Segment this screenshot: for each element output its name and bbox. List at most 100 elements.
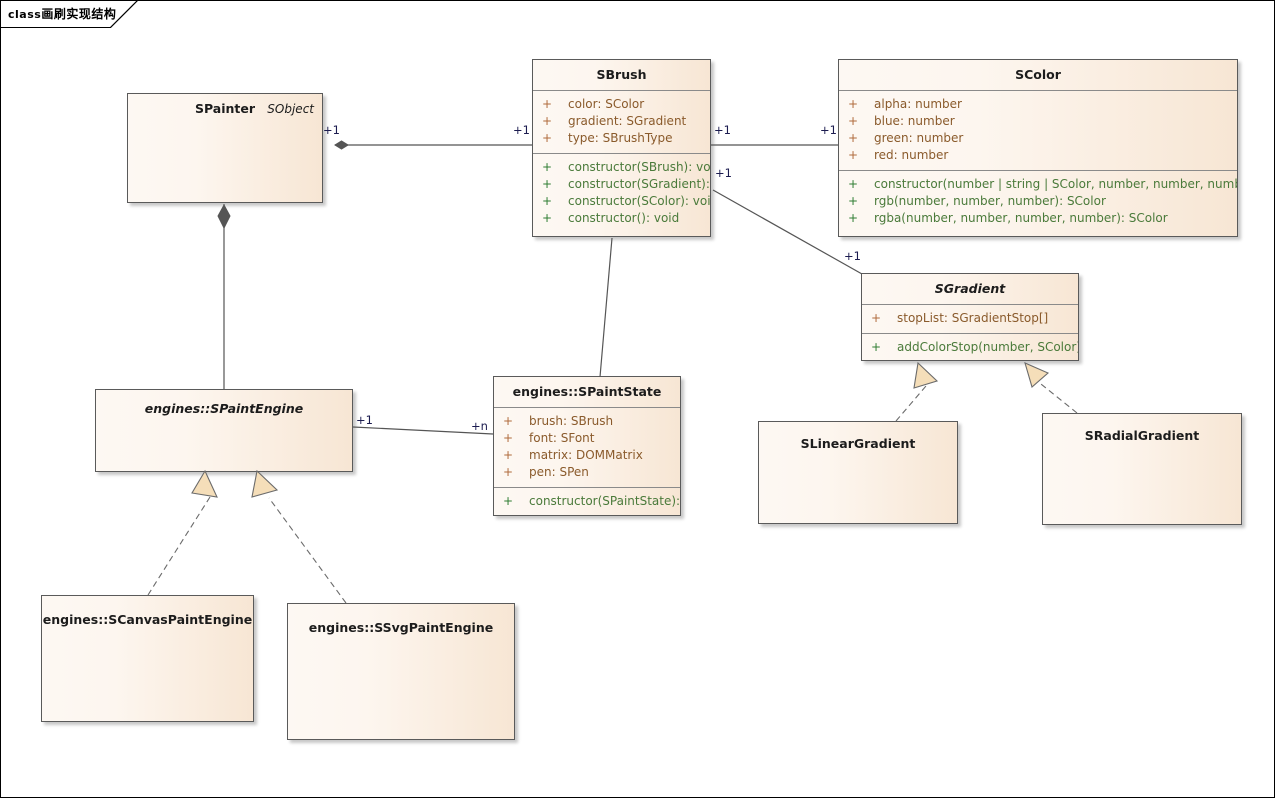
class-box-scolor[interactable]: SColor + alpha: number + blue: number + … — [838, 59, 1238, 237]
class-stereotype-sobject: SObject — [267, 102, 314, 116]
edge-spainter-spaintengine — [217, 203, 231, 389]
operation-signature: constructor(SBrush): void — [568, 160, 711, 174]
multiplicity-sbrush-painter: +1 — [513, 123, 530, 137]
multiplicity-spainter-brush: +1 — [323, 123, 340, 137]
class-box-spaintstate[interactable]: engines::SPaintState + brush: SBrush + f… — [493, 376, 681, 516]
visibility-marker: + — [848, 177, 859, 191]
class-box-sradialgradient[interactable]: SRadialGradient — [1042, 413, 1242, 525]
attribute-row: + green: number — [839, 130, 1237, 147]
multiplicity-sbrush-gradient: +1 — [715, 166, 732, 180]
class-box-sbrush[interactable]: SBrush + color: SColor + gradient: SGrad… — [532, 59, 711, 237]
visibility-marker: + — [542, 131, 553, 145]
class-name-scolor: SColor — [1015, 67, 1061, 82]
class-name-scanvaspaintengine: engines::SCanvasPaintEngine — [42, 612, 253, 627]
operation-signature: rgb(number, number, number): SColor — [874, 194, 1106, 208]
class-title-sradialgradient: SRadialGradient — [1043, 414, 1241, 458]
diagram-frame-title: class画刷实现结构 — [8, 5, 116, 22]
class-title-spainter: SObject SPainter — [128, 94, 322, 124]
visibility-marker: + — [848, 148, 859, 162]
operation-signature: constructor(): void — [568, 211, 680, 225]
edge-sradialgradient-sgradient — [1024, 362, 1078, 414]
attributes-sgradient: + stopList: SGradientStop[] — [862, 305, 1078, 333]
visibility-marker: + — [848, 211, 859, 225]
attribute-signature: color: SColor — [568, 97, 645, 111]
operation-row: + addColorStop(number, SColor): void — [862, 339, 1078, 356]
edge-scanvaspaintengine-spaintengine — [147, 469, 218, 596]
class-title-sgradient: SGradient — [862, 274, 1078, 305]
class-title-slineargradient: SLinearGradient — [759, 422, 957, 466]
attribute-row: + color: SColor — [533, 96, 710, 113]
class-title-scanvaspaintengine: engines::SCanvasPaintEngine — [42, 596, 253, 644]
visibility-marker: + — [871, 311, 882, 325]
class-title-spaintstate: engines::SPaintState — [494, 377, 680, 408]
class-name-spaintengine: engines::SPaintEngine — [144, 401, 304, 416]
class-name-spainter: SPainter — [194, 101, 256, 116]
visibility-marker: + — [542, 114, 553, 128]
visibility-marker: + — [848, 194, 859, 208]
attribute-signature: alpha: number — [874, 97, 962, 111]
operation-row: + constructor(number | string | SColor, … — [839, 176, 1237, 193]
visibility-marker: + — [542, 97, 553, 111]
attribute-row: + font: SFont — [494, 430, 680, 447]
class-name-slineargradient: SLinearGradient — [800, 436, 916, 451]
class-name-ssvgpaintengine: engines::SSvgPaintEngine — [308, 620, 494, 635]
attribute-signature: brush: SBrush — [529, 414, 614, 428]
multiplicity-spaintengine-state: +1 — [356, 413, 373, 427]
attribute-row: + brush: SBrush — [494, 413, 680, 430]
attribute-row: + red: number — [839, 147, 1237, 164]
attribute-row: + stopList: SGradientStop[] — [862, 310, 1078, 327]
class-box-spainter[interactable]: SObject SPainter — [127, 93, 323, 203]
attribute-row: + type: SBrushType — [533, 130, 710, 147]
multiplicity-sbrush-color: +1 — [714, 123, 731, 137]
class-title-scolor: SColor — [839, 60, 1237, 91]
class-box-ssvgpaintengine[interactable]: engines::SSvgPaintEngine — [287, 603, 515, 740]
class-box-spaintengine[interactable]: engines::SPaintEngine — [95, 389, 353, 472]
operations-scolor: + constructor(number | string | SColor, … — [839, 170, 1237, 233]
attribute-signature: red: number — [874, 148, 949, 162]
class-name-sgradient: SGradient — [934, 281, 1006, 296]
visibility-marker: + — [871, 340, 882, 354]
multiplicity-spaintstate-engine: +n — [471, 419, 488, 433]
attribute-row: + matrix: DOMMatrix — [494, 447, 680, 464]
attributes-sbrush: + color: SColor + gradient: SGradient + … — [533, 91, 710, 153]
attribute-row: + alpha: number — [839, 96, 1237, 113]
attribute-row: + gradient: SGradient — [533, 113, 710, 130]
visibility-marker: + — [503, 494, 514, 508]
operation-signature: constructor(SColor): void — [568, 194, 711, 208]
operation-row: + rgb(number, number, number): SColor — [839, 193, 1237, 210]
frame-keyword: class — [8, 8, 42, 21]
visibility-marker: + — [503, 448, 514, 462]
visibility-marker: + — [848, 131, 859, 145]
visibility-marker: + — [848, 114, 859, 128]
class-name-spaintstate: engines::SPaintState — [512, 384, 662, 399]
operation-signature: constructor(number | string | SColor, nu… — [874, 177, 1237, 191]
class-name-sradialgradient: SRadialGradient — [1084, 428, 1200, 443]
visibility-marker: + — [848, 97, 859, 111]
class-box-slineargradient[interactable]: SLinearGradient — [758, 421, 958, 524]
visibility-marker: + — [542, 194, 553, 208]
class-box-sgradient[interactable]: SGradient + stopList: SGradientStop[] + … — [861, 273, 1079, 361]
attribute-row: + blue: number — [839, 113, 1237, 130]
operations-sgradient: + addColorStop(number, SColor): void — [862, 333, 1078, 360]
attribute-signature: type: SBrushType — [568, 131, 673, 145]
attributes-scolor: + alpha: number + blue: number + green: … — [839, 91, 1237, 170]
class-title-ssvgpaintengine: engines::SSvgPaintEngine — [288, 604, 514, 652]
multiplicity-sgradient-brush: +1 — [844, 249, 861, 263]
attribute-row: + pen: SPen — [494, 464, 680, 481]
visibility-marker: + — [503, 431, 514, 445]
operations-sbrush: + constructor(SBrush): void + constructo… — [533, 153, 710, 233]
class-name-sbrush: SBrush — [596, 67, 647, 82]
class-box-scanvaspaintengine[interactable]: engines::SCanvasPaintEngine — [41, 595, 254, 722]
operation-row: + constructor(): void — [533, 210, 710, 227]
attribute-signature: pen: SPen — [529, 465, 589, 479]
operation-signature: constructor(SGradient): void — [568, 177, 710, 191]
visibility-marker: + — [542, 160, 553, 174]
edge-sbrush-spaintstate — [599, 237, 613, 378]
frame-name: 画刷实现结构 — [41, 7, 117, 21]
diagram-frame-tab: class画刷实现结构 — [1, 1, 138, 28]
operation-row: + constructor(SPaintState): void — [494, 493, 680, 510]
edge-ssvgpaintengine-spaintengine — [251, 469, 347, 604]
operation-row: + rgba(number, number, number, number): … — [839, 210, 1237, 227]
attribute-signature: blue: number — [874, 114, 955, 128]
operation-signature: rgba(number, number, number, number): SC… — [874, 211, 1168, 225]
